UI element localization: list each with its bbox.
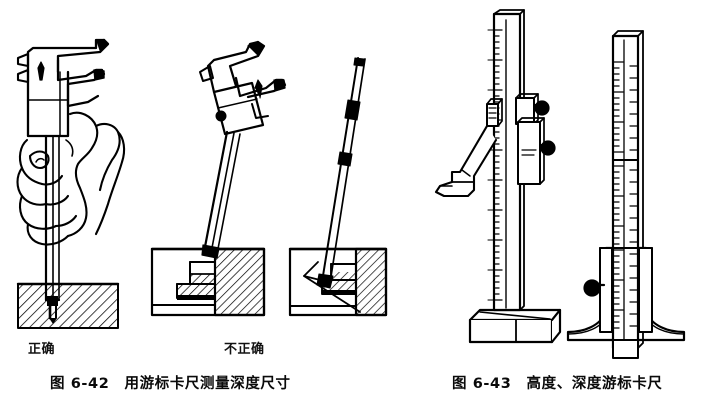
tilted-depth-rod (316, 57, 366, 289)
panel-incorrect-tilted-caliper (150, 40, 287, 317)
label-correct: 正确 (28, 342, 56, 357)
panel-correct-hand-holding-caliper (16, 38, 126, 329)
label-incorrect: 不正确 (224, 342, 265, 357)
sectioned-workpiece-2 (150, 247, 266, 317)
panel-incorrect-tilted-depth-rod (288, 57, 388, 317)
technical-line-drawing (16, 9, 686, 359)
base-block (468, 308, 562, 344)
vernier-caliper-depth-rod (44, 134, 61, 324)
vernier-frame (583, 247, 653, 333)
tilted-caliper-body (199, 40, 287, 136)
rod-graduations (612, 61, 624, 329)
rod-graduations-right (629, 65, 639, 327)
sectioned-workpiece-3 (288, 247, 388, 317)
tilted-caliper-rod (201, 130, 241, 259)
panel-depth-vernier-caliper (566, 30, 686, 359)
hatched-workpiece (16, 282, 120, 329)
figure-caption-6-42: 图 6-42 用游标卡尺测量深度尺寸 (50, 376, 291, 392)
graduated-rod (611, 30, 644, 359)
vernier-frame-lower (517, 117, 556, 185)
scriber-jaw (434, 124, 498, 198)
hand (16, 111, 126, 246)
vernier-caliper-jaws (16, 38, 110, 108)
figure-caption-6-43: 图 6-43 高度、深度游标卡尺 (452, 376, 663, 392)
figure-drawing-area (16, 9, 686, 359)
panel-height-vernier-caliper (434, 9, 562, 344)
